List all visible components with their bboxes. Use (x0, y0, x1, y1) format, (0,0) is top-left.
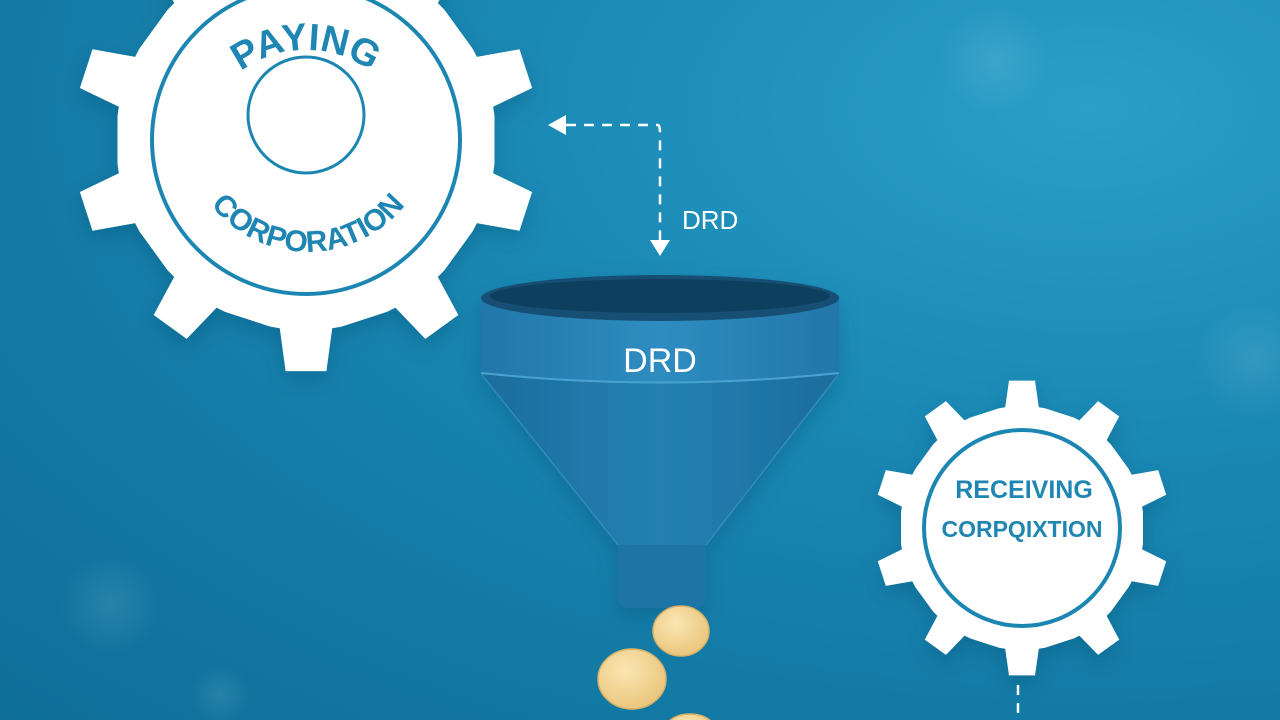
arrowhead-left-icon (548, 115, 566, 135)
receiving-gear-shape (877, 380, 1167, 676)
funnel-spout-shade (618, 545, 706, 608)
coin (669, 713, 711, 720)
receiving-corporation-gear (877, 380, 1167, 676)
dashed-flow-arrow (548, 115, 670, 256)
funnel-band (481, 298, 839, 383)
background-bokeh (60, 5, 1280, 720)
receiving-gear-label-line2: CORPQIXTION (941, 516, 1102, 542)
funnel-label: DRD (623, 342, 697, 380)
drd-funnel (480, 275, 840, 608)
coin (597, 648, 667, 710)
paying-gear-ring (150, 0, 462, 296)
coin (652, 605, 710, 657)
receiving-gear-ring (922, 428, 1122, 628)
coins (597, 605, 711, 720)
receiving-gear-label-line1: RECEIVING (955, 476, 1093, 504)
paying-gear-shape (79, 0, 533, 372)
paying-corporation-gear (79, 0, 533, 372)
paying-gear-hub (246, 55, 366, 175)
funnel-cone (482, 375, 838, 608)
arrow-label: DRD (682, 205, 738, 235)
arrowhead-down-icon (650, 240, 670, 256)
